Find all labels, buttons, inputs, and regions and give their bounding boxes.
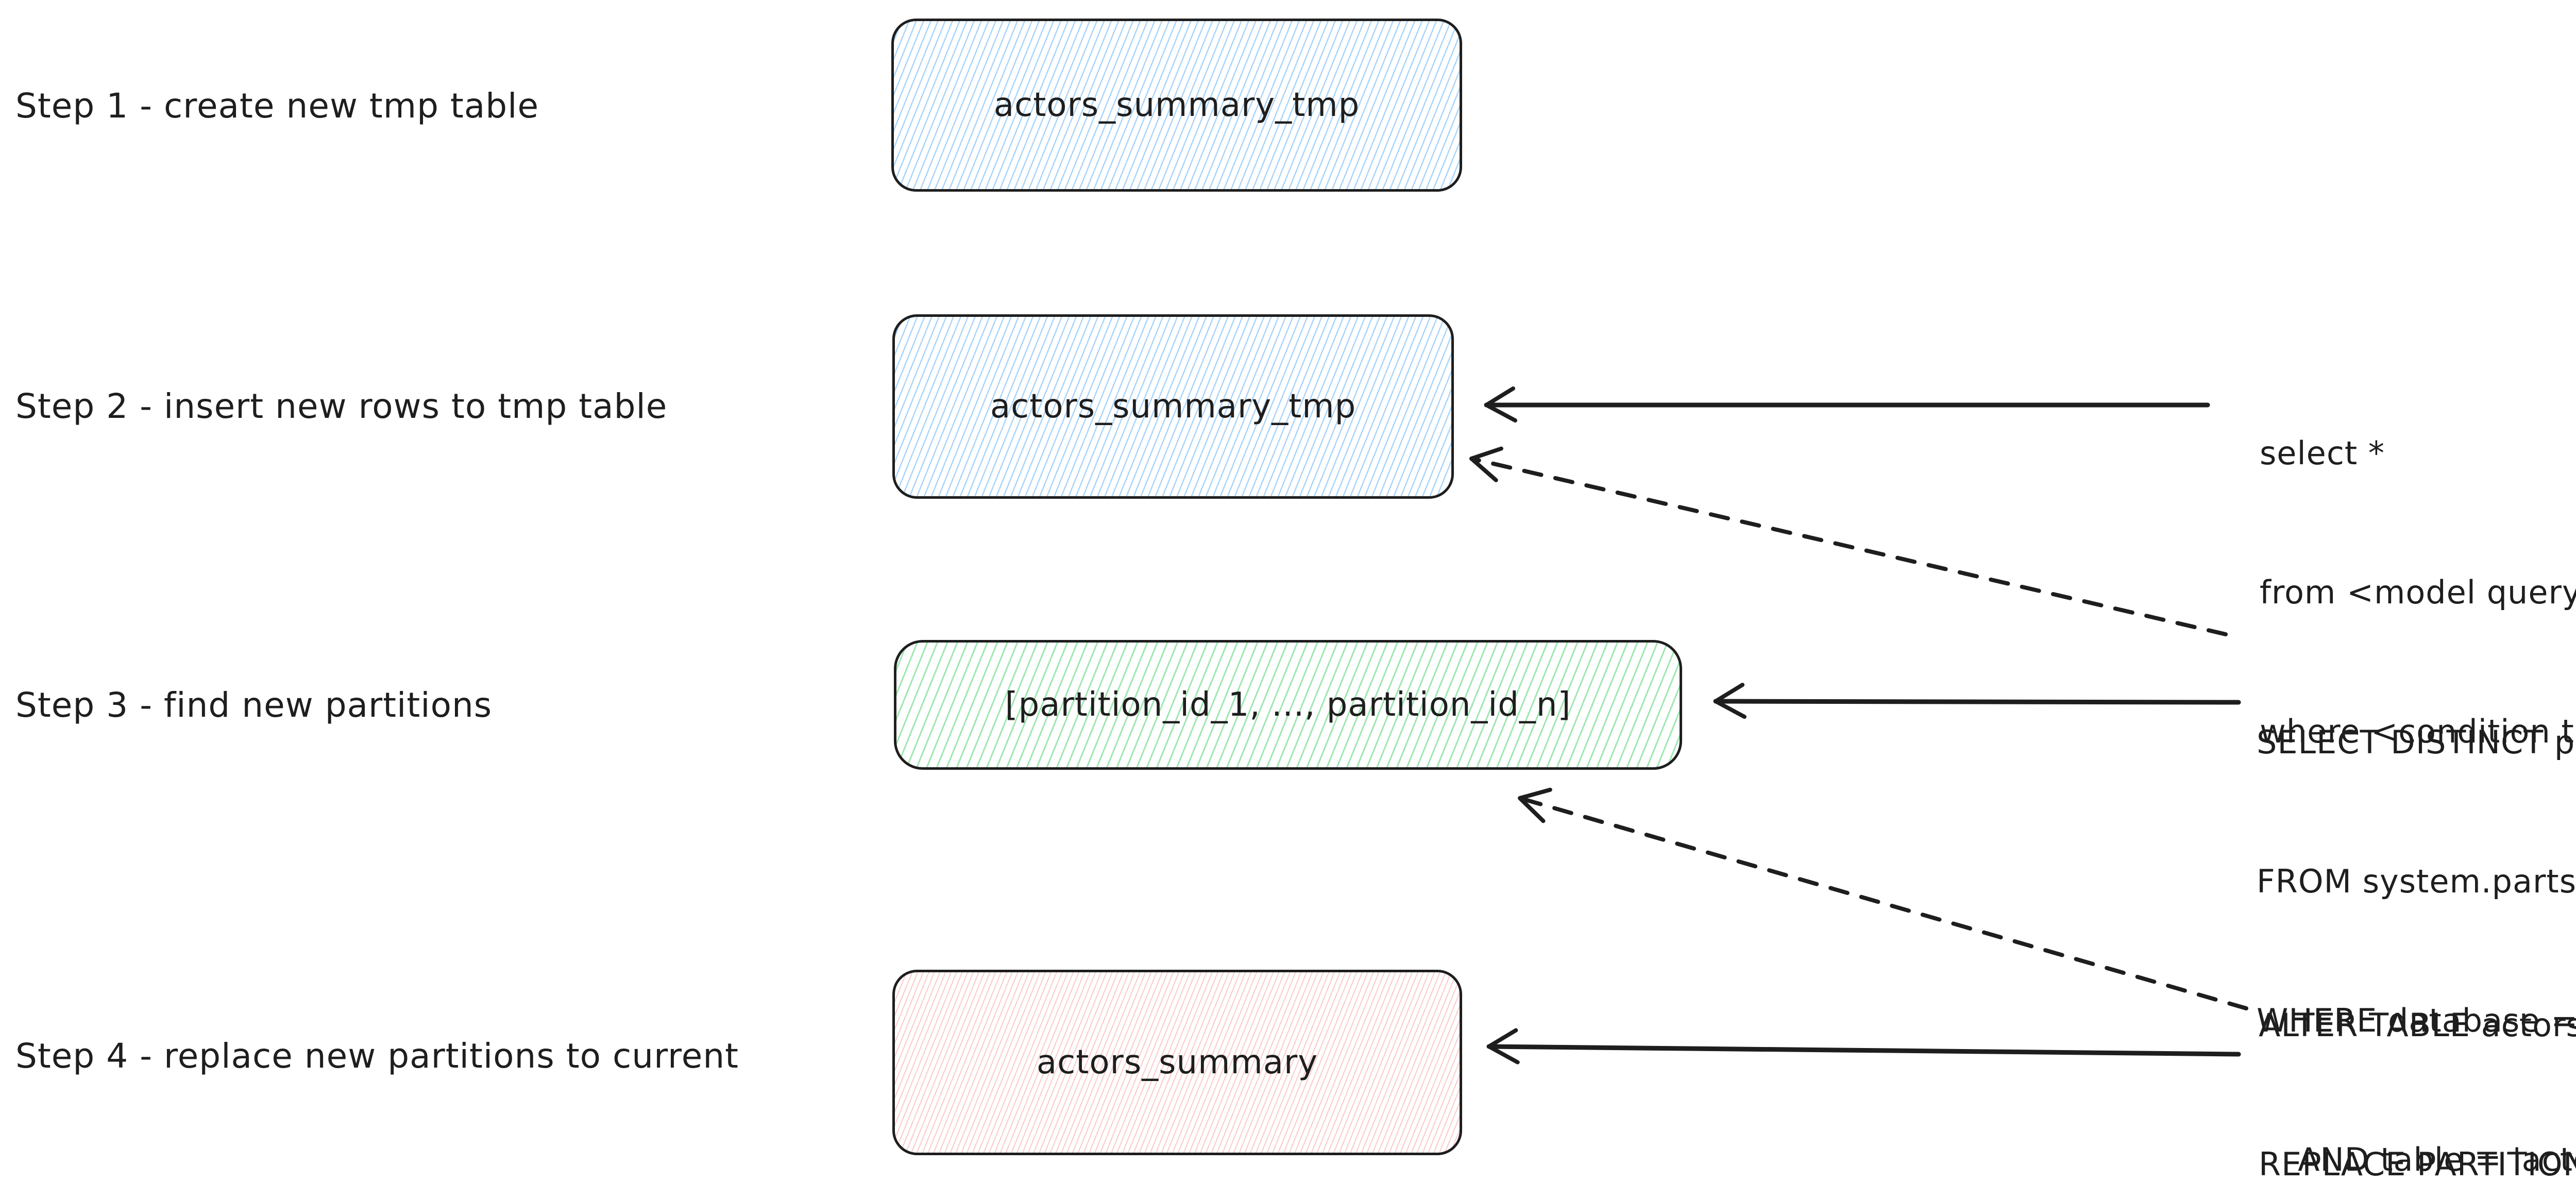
find-partitions-sql-line: WHERE database = <database>	[2257, 1002, 2576, 1039]
tmp-table-box-step2-label: actors_summary_tmp	[990, 387, 1357, 426]
step-1-label: Step 1 - create new tmp table	[15, 86, 539, 126]
insert-sql-block: select * from <model query> where <condi…	[2260, 337, 2576, 848]
replace-partitions-sql-block: ALTER TABLE actors_summary REPLACE PARTI…	[2259, 909, 2576, 1199]
insert-sql-line: from <model query>	[2260, 573, 2576, 611]
current-table-box-label: actors_summary	[1036, 1043, 1318, 1082]
find-partitions-sql-line: FROM system.parts	[2257, 863, 2576, 900]
insert-sql-line: where <condition to identify new>	[2260, 713, 2576, 750]
step-4-label: Step 4 - replace new partitions to curre…	[15, 1036, 739, 1076]
step-2-label: Step 2 - insert new rows to tmp table	[15, 386, 668, 426]
tmp-table-box-step1-label: actors_summary_tmp	[993, 86, 1360, 124]
partition-list-box-label: [partition_id_1, ..., partition_id_n]	[1005, 686, 1571, 724]
arrow-replace-sql-to-current-table	[1486, 1028, 2241, 1065]
tmp-table-box-step2: actors_summary_tmp	[892, 314, 1454, 499]
current-table-box: actors_summary	[892, 970, 1462, 1155]
dashed-arrow-partitions-sql-to-tmp-table	[1469, 446, 2228, 636]
find-partitions-sql-line: SELECT DISTINCT partition_id	[2257, 723, 2576, 761]
arrow-partitions-sql-to-partition-list	[1713, 683, 2241, 719]
tmp-table-box-step1: actors_summary_tmp	[891, 19, 1462, 192]
dashed-arrow-replace-sql-to-partition-list	[1518, 787, 2248, 1010]
step-3-label: Step 3 - find new partitions	[15, 685, 493, 725]
replace-partitions-sql-line: ALTER TABLE actors_summary	[2259, 1006, 2576, 1044]
replace-partitions-sql-line: REPLACE PARTITION partition_id_1	[2259, 1145, 2576, 1183]
partition-list-box: [partition_id_1, ..., partition_id_n]	[894, 640, 1682, 770]
find-partitions-sql-line: AND table = 'actors_summary_tmp'	[2298, 1141, 2576, 1178]
insert-sql-line: select *	[2260, 434, 2385, 472]
find-partitions-sql-block: SELECT DISTINCT partition_id FROM system…	[2257, 627, 2576, 1199]
